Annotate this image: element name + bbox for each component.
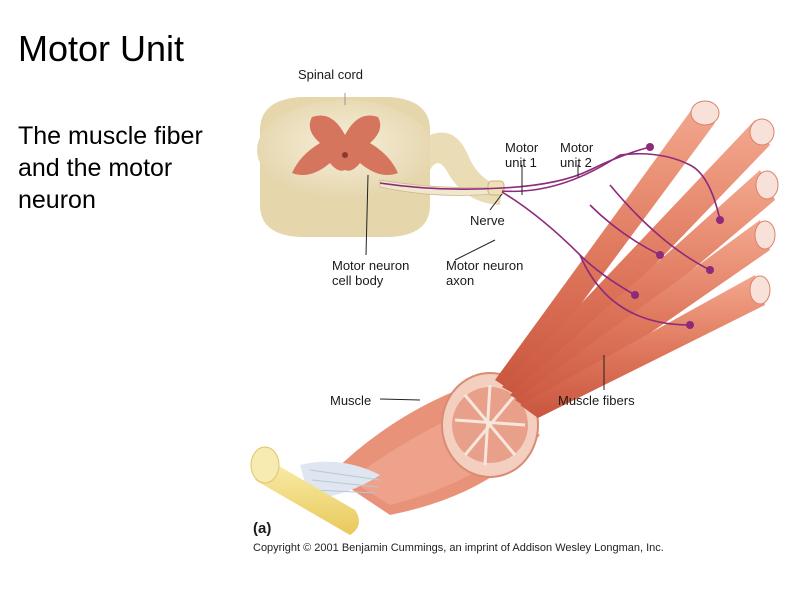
slide-body-text: The muscle fiber and the motor neuron (18, 122, 203, 214)
label-muscle-fibers: Muscle fibers (558, 393, 635, 408)
motor-neuron-axons (379, 146, 721, 326)
leader-lines (365, 165, 605, 401)
label-spinal-cord: Spinal cord (298, 67, 364, 82)
panel-letter: (a) (253, 520, 272, 537)
neuromuscular-junctions (631, 143, 724, 329)
spinal-cord (257, 93, 502, 237)
tendon (250, 446, 359, 535)
label-motor-neuron-axon: Motor neuron axon (446, 258, 524, 288)
label-motor-unit-2: Motor unit 2 (560, 140, 594, 170)
label-nerve: Nerve (470, 213, 505, 228)
motor-unit-figure: Spinal cord Motor unit 1 Motor unit 2 Ne… (240, 55, 800, 565)
label-motor-neuron-cell-body: Motor neuron cell body (332, 258, 410, 288)
copyright-notice: Copyright © 2001 Benjamin Cummings, an i… (253, 542, 664, 554)
motor-unit-illustration (250, 93, 779, 535)
label-motor-unit-1: Motor unit 1 (505, 140, 539, 170)
muscle-cross-section (441, 372, 539, 478)
label-muscle: Muscle (330, 393, 372, 408)
slide-title: Motor Unit (18, 28, 185, 69)
